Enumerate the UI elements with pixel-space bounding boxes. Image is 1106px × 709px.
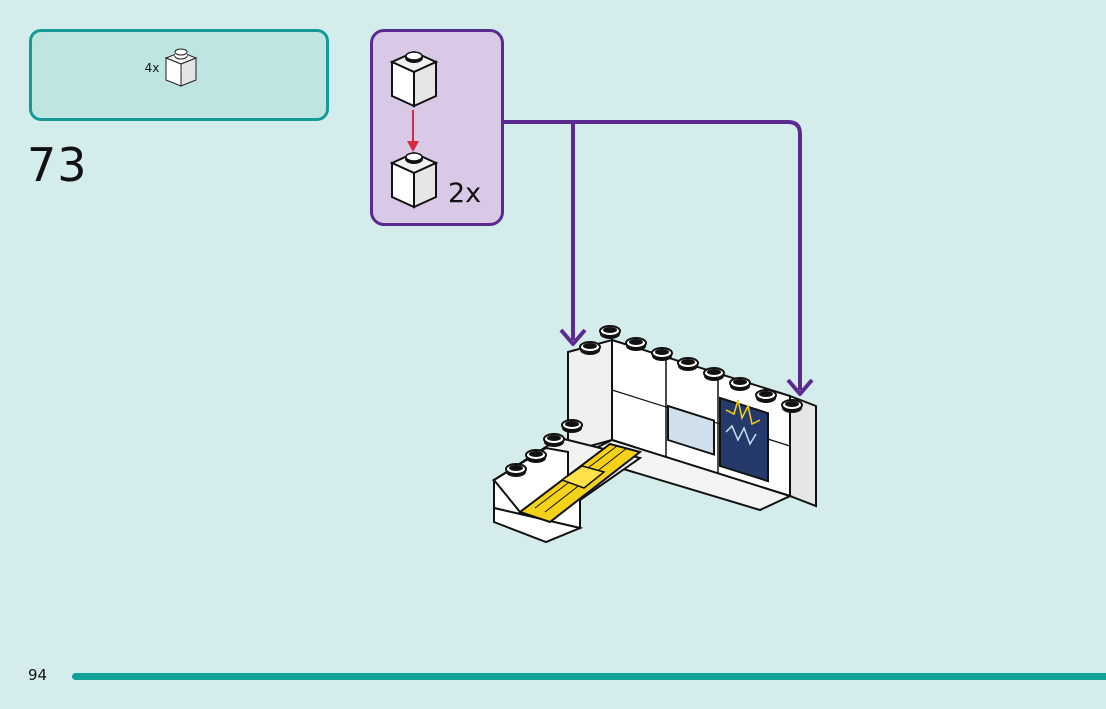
step-number: 73 bbox=[27, 138, 88, 192]
subassembly-multiplier: 2x bbox=[448, 178, 482, 209]
down-arrow-icon bbox=[407, 110, 419, 152]
subassembly-top-brick-icon bbox=[391, 51, 437, 107]
white-1x1-brick-icon bbox=[164, 48, 198, 87]
parts-list-box bbox=[29, 29, 329, 121]
subassembly-bottom-brick-icon bbox=[391, 152, 437, 208]
parts-count-label: 4x bbox=[144, 61, 160, 75]
call-out-arrow-icon bbox=[504, 120, 814, 396]
page-number: 94 bbox=[28, 666, 48, 684]
page-divider-bar bbox=[72, 673, 1106, 680]
model-assembly bbox=[491, 325, 817, 544]
